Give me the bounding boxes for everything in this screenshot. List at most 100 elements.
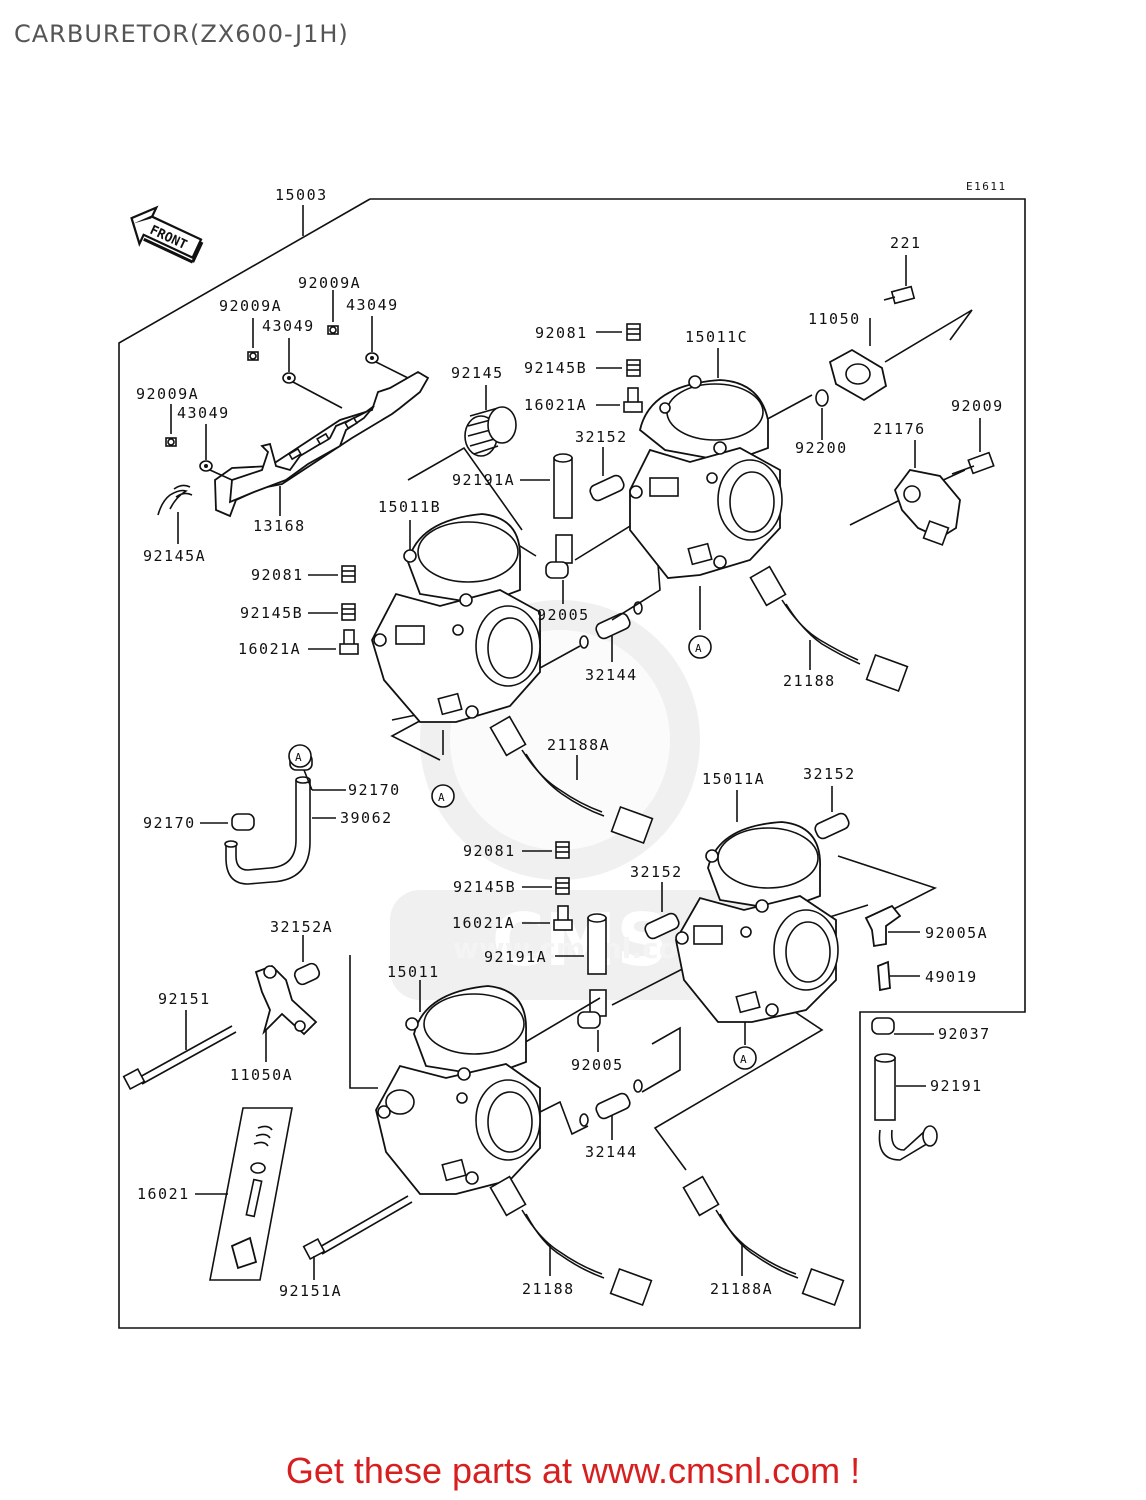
part-label: 15011C [685,328,748,346]
part-label: 15011B [378,498,441,516]
cover-11050-icon [828,318,888,402]
pipe-32152-icon [644,882,680,940]
screw-92009-icon [951,418,995,475]
part-label: 32144 [585,1143,638,1161]
plug-92081-icon [596,323,641,341]
watermark-logo: CMS [492,898,668,982]
sensor-21176-icon [893,440,961,546]
part-label: 92191A [484,948,547,966]
bracket-13168 [214,370,430,518]
part-labels: 15003 92009A 92009A 92009A 43049 43049 4… [136,186,1004,1300]
oring-92200-icon [815,389,829,440]
part-label: 13168 [253,517,306,535]
washer-43049-icon [365,316,409,379]
carburetor-15011B [371,513,541,723]
part-label: 11050A [230,1066,293,1084]
marker-A: A [288,744,312,768]
marker-A: A [733,1046,757,1070]
part-label: 92145B [453,878,516,896]
clamp-92170-icon [200,813,255,831]
washer-43049-icon [282,338,343,409]
ref-code: E1611 [966,180,1007,193]
part-label: 92200 [795,439,848,457]
part-label: 15003 [275,186,328,204]
leader-lines [349,309,973,1171]
svg-text:A: A [695,642,703,655]
part-label: 16021 [137,1185,190,1203]
carburetor-exploded-diagram: CMS www.cmsnl.com FRONT [118,180,1026,1329]
part-label: 92145 [451,364,504,382]
part-label: 49019 [925,968,978,986]
washer-43049-icon [199,424,233,481]
spring-92145B-icon [596,359,641,377]
part-label: 92191 [930,1077,983,1095]
pin-92151A-icon [302,1195,413,1280]
part-label: 92037 [938,1025,991,1043]
marker-A: A [431,784,455,808]
part-label: 32152 [575,428,628,446]
part-label: 92170 [143,814,196,832]
spring-92145-icon [464,385,517,457]
part-label: 92151A [279,1282,342,1300]
tube-92191A-icon [555,913,701,1052]
part-label: 15011 [387,963,440,981]
part-label: 21188 [783,672,836,690]
link-11050A-icon [254,964,318,1062]
part-label: 92005 [537,606,590,624]
part-label: 92145B [240,604,303,622]
part-label: 92170 [348,781,401,799]
part-label: 92009A [219,297,282,315]
part-label: 39062 [340,809,393,827]
part-label: 92005 [571,1056,624,1074]
fitting-49019-icon [877,960,920,992]
connector-21188-icon [749,565,909,693]
part-label: 92151 [158,990,211,1008]
joint-32144-icon [579,1079,643,1140]
part-label: 21176 [873,420,926,438]
part-label: 16021A [524,396,587,414]
spring-92145B-icon [308,603,356,621]
part-label: 43049 [262,317,315,335]
part-label: 16021A [452,914,515,932]
get-parts-link[interactable]: Get these parts at www.cmsnl.com ! [285,1450,861,1491]
spring-92145A-icon [157,484,193,544]
part-label: 92081 [251,566,304,584]
part-label: 221 [890,234,922,252]
tube-92191A-icon [520,453,641,604]
front-arrow-icon: FRONT [130,205,204,264]
part-label: 43049 [346,296,399,314]
part-label: 92191A [452,471,515,489]
part-label: 92009 [951,397,1004,415]
part-label: 92081 [463,842,516,860]
part-label: 15011A [702,770,765,788]
part-label: 11050 [808,310,861,328]
part-label: 43049 [177,404,230,422]
carburetor-15011C [629,348,783,579]
pin-92151-icon [122,1010,237,1091]
connector-21188A-icon [682,1175,845,1307]
part-label: 92145A [143,547,206,565]
pipe-32152-icon [589,447,625,502]
svg-text:A: A [740,1053,748,1066]
part-label: 32144 [585,666,638,684]
screw-92009A-icon [165,404,177,447]
part-label: 32152 [630,863,683,881]
connector-21188-icon [489,1175,653,1307]
carburetor-15011 [375,985,541,1195]
screw-16021A-icon [596,387,643,413]
part-label: 92009A [298,274,361,292]
marker-A: A [688,635,712,659]
screw-221-icon [883,255,916,305]
hose-39062-icon [224,776,336,885]
screw-16021A-icon [308,629,359,655]
part-label: 21188 [522,1280,575,1298]
screw-92009A-icon [247,318,259,361]
spring-92145B-icon [522,877,570,895]
part-label: 21188A [547,736,610,754]
carburetor-15011A [675,790,839,1023]
part-label: 32152 [803,765,856,783]
plug-92081-icon [308,565,356,583]
connector-21188A-icon [489,715,654,845]
part-label: 92081 [535,324,588,342]
joint-32144-icon [579,601,643,662]
